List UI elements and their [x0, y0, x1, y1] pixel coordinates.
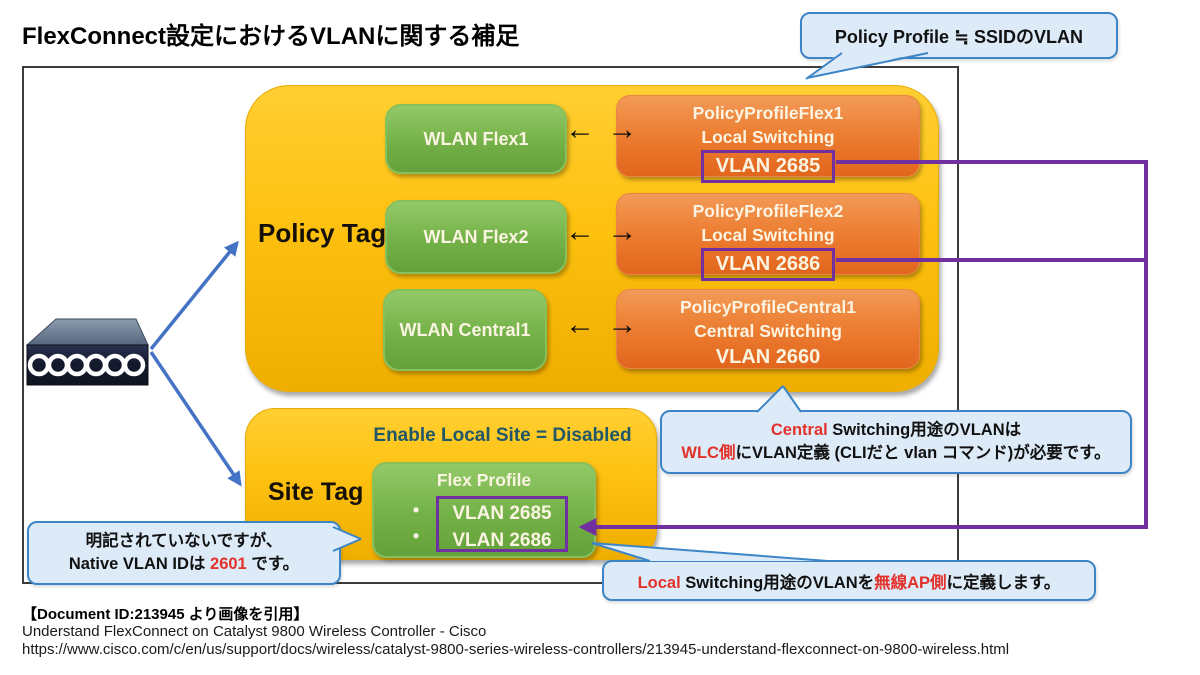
native-vlan-post: です。 — [246, 555, 300, 573]
enable-local-site-label: Enable Local Site = Disabled — [373, 425, 632, 446]
native-vlan-callout: 明記されていないですが、 Native VLAN IDは 2601 です。 — [27, 521, 341, 585]
central-rest-text: Switching用途のVLANは — [827, 421, 1022, 439]
policy-profile-callout-text: Policy Profile ≒ SSIDのVLAN — [834, 26, 1084, 47]
wlan-flex1-box: WLAN Flex1 — [385, 104, 567, 174]
wlc-switch-icon — [25, 318, 149, 386]
local-mid-text: Switching用途のVLANを — [680, 573, 875, 592]
site-tag-label: Site Tag — [268, 478, 364, 506]
vlan-2686-highlight: VLAN 2686 — [700, 248, 836, 281]
citation-label: 【Document ID:213945 より画像を引用】 — [22, 606, 309, 623]
wlc-side-red-text: WLC側 — [681, 444, 736, 462]
wlan-central1-label: WLAN Central1 — [399, 319, 531, 340]
central-switching-callout: Central Switching用途のVLANは WLC側にVLAN定義 (C… — [660, 410, 1132, 474]
page-title: FlexConnect設定におけるVLANに関する補足 — [22, 23, 520, 50]
native-vlan-pre: Native VLAN IDは — [68, 555, 211, 573]
policy-profile-callout: Policy Profile ≒ SSIDのVLAN — [800, 12, 1118, 59]
local-post-text: に定義します。 — [946, 573, 1061, 592]
profile-name: PolicyProfileCentral1 — [679, 297, 857, 317]
bidirectional-arrow-icon: ← → — [565, 113, 640, 146]
switching-mode: Local Switching — [701, 127, 835, 147]
wlc-rest-text: にVLAN定義 (CLIだと vlan コマンド)が必要です。 — [735, 444, 1111, 462]
wlan-flex2-box: WLAN Flex2 — [385, 200, 567, 274]
local-red-text: Local — [637, 573, 681, 592]
local-switching-callout: Local Switching用途のVLANを無線AP側に定義します。 — [602, 560, 1096, 601]
bullet-icon: • — [412, 526, 420, 546]
switching-mode: Local Switching — [701, 225, 835, 245]
policy-profile-central1-box: PolicyProfileCentral1 Central Switching … — [616, 289, 920, 369]
native-vlan-id-red: 2601 — [210, 555, 247, 573]
bullet-icon: • — [412, 500, 420, 520]
source-url: https://www.cisco.com/c/en/us/support/do… — [22, 641, 1010, 658]
policy-profile-flex2-box: PolicyProfileFlex2 Local Switching VLAN … — [616, 193, 920, 281]
central-red-text: Central — [770, 421, 828, 439]
policy-profile-flex1-box: PolicyProfileFlex1 Local Switching VLAN … — [616, 95, 920, 183]
switching-mode: Central Switching — [694, 321, 842, 341]
wlan-flex2-label: WLAN Flex2 — [423, 226, 529, 247]
profile-name: PolicyProfileFlex2 — [692, 201, 844, 221]
document-title: Understand FlexConnect on Catalyst 9800 … — [22, 623, 487, 640]
flex-profile-box: Flex Profile • • VLAN 2685 VLAN 2686 — [372, 462, 596, 558]
flex-vlan-2686: VLAN 2686 — [452, 530, 552, 551]
ap-side-red-text: 無線AP側 — [874, 573, 947, 592]
vlan-2660-label: VLAN 2660 — [715, 346, 821, 368]
vlan-2685-highlight: VLAN 2685 — [700, 150, 836, 183]
profile-name: PolicyProfileFlex1 — [692, 103, 844, 123]
bidirectional-arrow-icon: ← → — [565, 215, 640, 248]
flex-vlan-2685: VLAN 2685 — [452, 503, 552, 524]
native-vlan-line1: 明記されていないですが、 — [85, 532, 283, 550]
flex-profile-title: Flex Profile — [436, 470, 532, 490]
bidirectional-arrow-icon: ← → — [565, 308, 640, 341]
wlan-central1-box: WLAN Central1 — [383, 289, 547, 371]
policy-tag-label: Policy Tag — [258, 218, 387, 248]
wlan-flex1-label: WLAN Flex1 — [423, 128, 529, 149]
flex-profile-vlan-list: VLAN 2685 VLAN 2686 — [436, 496, 568, 552]
